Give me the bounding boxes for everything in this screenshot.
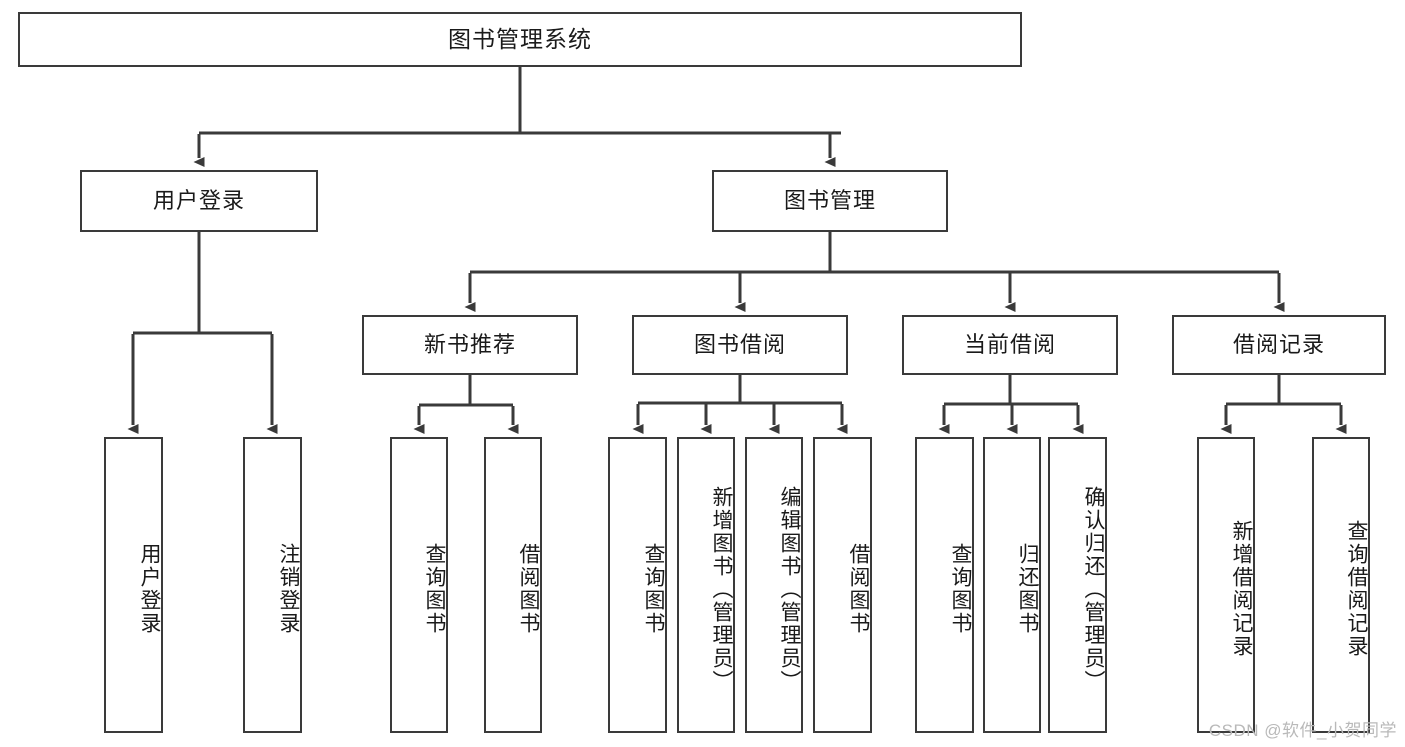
node-leaf-add-record-label: 新增借阅记录	[1230, 520, 1253, 658]
node-leaf-add-book[interactable]: 新增图书（管理员）	[677, 437, 735, 733]
node-leaf-logout[interactable]: 注销登录	[243, 437, 302, 733]
node-leaf-query-book-cur-label: 查询图书	[949, 543, 972, 635]
node-leaf-user-login-label: 用户登录	[138, 543, 161, 635]
node-book-borrow[interactable]: 图书借阅	[632, 315, 848, 375]
node-leaf-query-record[interactable]: 查询借阅记录	[1312, 437, 1370, 733]
node-root[interactable]: 图书管理系统	[18, 12, 1022, 67]
node-leaf-query-book-rec-label: 查询图书	[423, 543, 446, 635]
node-leaf-borrow-book[interactable]: 借阅图书	[813, 437, 872, 733]
node-leaf-return-book-label: 归还图书	[1016, 543, 1039, 635]
node-root-label: 图书管理系统	[448, 25, 592, 52]
node-borrow-record-label: 借阅记录	[1232, 331, 1325, 357]
node-book-borrow-label: 图书借阅	[693, 331, 786, 357]
node-leaf-return-book[interactable]: 归还图书	[983, 437, 1041, 733]
node-leaf-add-record[interactable]: 新增借阅记录	[1197, 437, 1255, 733]
node-book-manage-label: 图书管理	[783, 187, 876, 213]
node-leaf-query-book-rec[interactable]: 查询图书	[390, 437, 448, 733]
node-leaf-borrow-book-rec-label: 借阅图书	[517, 543, 540, 635]
node-leaf-user-login[interactable]: 用户登录	[104, 437, 163, 733]
node-leaf-edit-book-label: 编辑图书（管理员）	[778, 485, 801, 693]
node-leaf-query-book-borrow[interactable]: 查询图书	[608, 437, 667, 733]
node-leaf-borrow-book-rec[interactable]: 借阅图书	[484, 437, 542, 733]
node-new-book-recommend-label: 新书推荐	[423, 331, 516, 357]
node-borrow-record[interactable]: 借阅记录	[1172, 315, 1386, 375]
node-leaf-add-book-label: 新增图书（管理员）	[710, 485, 733, 693]
node-current-borrow[interactable]: 当前借阅	[902, 315, 1118, 375]
node-leaf-query-book-borrow-label: 查询图书	[642, 543, 665, 635]
node-leaf-confirm-return[interactable]: 确认归还（管理员）	[1048, 437, 1107, 733]
node-leaf-edit-book[interactable]: 编辑图书（管理员）	[745, 437, 803, 733]
node-new-book-recommend[interactable]: 新书推荐	[362, 315, 578, 375]
node-leaf-logout-label: 注销登录	[277, 543, 300, 635]
watermark: CSDN @软件_小贺同学	[1208, 721, 1397, 740]
node-leaf-query-record-label: 查询借阅记录	[1345, 520, 1368, 658]
node-leaf-borrow-book-label: 借阅图书	[847, 543, 870, 635]
node-user-login-label: 用户登录	[152, 187, 245, 213]
node-leaf-confirm-return-label: 确认归还（管理员）	[1082, 485, 1105, 693]
node-user-login[interactable]: 用户登录	[80, 170, 318, 232]
node-leaf-query-book-cur[interactable]: 查询图书	[915, 437, 974, 733]
node-book-manage[interactable]: 图书管理	[712, 170, 948, 232]
node-current-borrow-label: 当前借阅	[963, 331, 1056, 357]
